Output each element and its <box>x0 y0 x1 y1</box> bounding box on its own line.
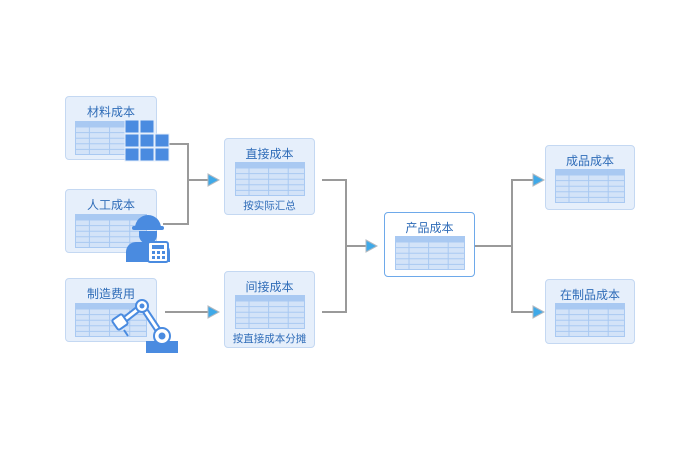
node-title: 人工成本 <box>86 198 135 212</box>
node-subtitle: 按直接成本分摊 <box>232 333 307 345</box>
connector-indirect <box>322 246 347 313</box>
node-product-cost[interactable]: 产品成本 <box>384 212 475 277</box>
table-icon <box>75 121 147 155</box>
node-finished-goods-cost[interactable]: 成品成本 <box>545 145 635 210</box>
node-title: 产品成本 <box>405 221 454 235</box>
node-wip-cost[interactable]: 在制品成本 <box>545 279 635 344</box>
connector-wip <box>511 246 533 313</box>
node-direct-cost[interactable]: 直接成本 按实际汇总 <box>224 138 315 215</box>
node-overhead[interactable]: 制造费用 <box>65 278 157 342</box>
node-title: 成品成本 <box>565 154 614 168</box>
node-title: 直接成本 <box>245 147 294 161</box>
node-title: 材料成本 <box>86 105 135 119</box>
table-icon <box>555 169 625 203</box>
node-labor[interactable]: 人工成本 <box>65 189 157 253</box>
node-indirect-cost[interactable]: 间接成本 按直接成本分摊 <box>224 271 315 348</box>
node-material[interactable]: 材料成本 <box>65 96 157 160</box>
table-icon <box>235 162 305 196</box>
arrow-icon <box>532 173 546 187</box>
node-title: 在制品成本 <box>559 288 620 302</box>
arrow-icon <box>207 173 221 187</box>
node-title: 间接成本 <box>245 280 294 294</box>
arrow-icon <box>532 305 546 319</box>
table-icon <box>235 295 305 329</box>
table-icon <box>75 214 147 248</box>
node-title: 制造费用 <box>86 287 135 301</box>
arrow-icon <box>207 305 221 319</box>
connector-direct <box>322 179 366 247</box>
table-icon <box>395 236 465 270</box>
table-icon <box>75 303 147 337</box>
table-icon <box>555 303 625 337</box>
connector-material <box>158 143 208 181</box>
connector-labor <box>163 180 189 225</box>
node-subtitle: 按实际汇总 <box>243 200 296 212</box>
arrow-icon <box>365 239 379 253</box>
connector-finished <box>475 179 533 247</box>
